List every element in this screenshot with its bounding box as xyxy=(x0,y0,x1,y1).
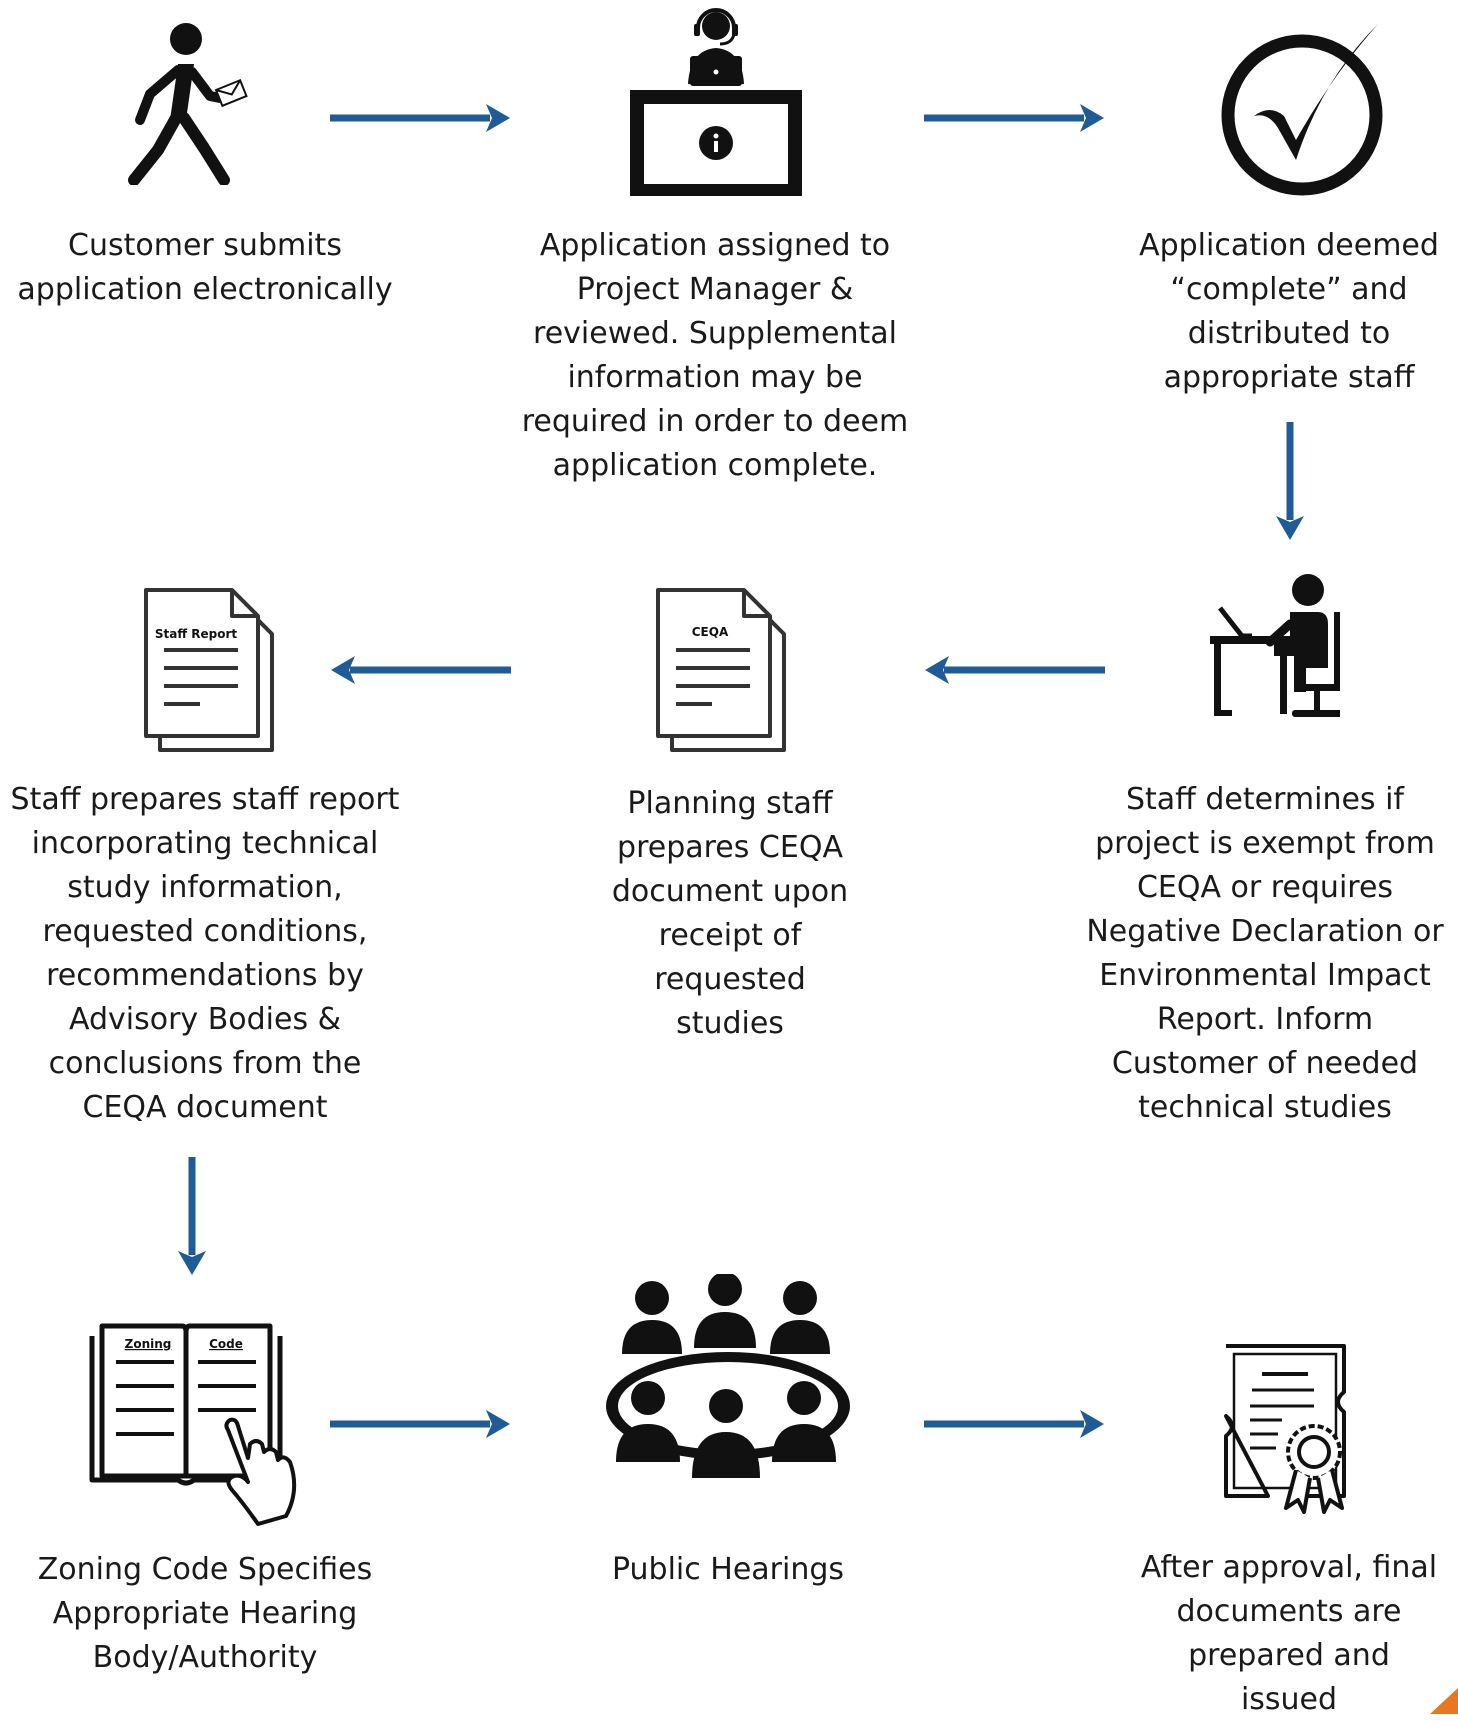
zoning-code-book-icon: Zoning Code xyxy=(89,1323,297,1526)
walking-person-with-envelope-icon xyxy=(128,23,248,185)
corner-accent-triangle xyxy=(1430,1688,1458,1714)
customer-service-desk-icon xyxy=(630,8,802,196)
ceqa-document-label: CEQA xyxy=(692,625,729,639)
step-1-label: Customer submits application electronica… xyxy=(17,228,393,307)
arrow-down-1 xyxy=(1276,422,1304,540)
step-4-label: Staff determines if project is exempt fr… xyxy=(1086,782,1444,1125)
zoning-book-left-label: Zoning xyxy=(125,1337,172,1351)
step-8-label: Public Hearings xyxy=(611,1552,845,1587)
arrow-right-2 xyxy=(924,104,1104,132)
certificate-icon xyxy=(1224,1344,1346,1514)
arrow-right-1 xyxy=(330,104,510,132)
step-6-label: Staff prepares staff report incorporatin… xyxy=(10,782,400,1125)
arrow-right-4 xyxy=(924,1410,1104,1438)
staff-report-document-label: Staff Report xyxy=(155,627,238,641)
step-3-label: Application deemed “complete” and distri… xyxy=(1139,228,1439,395)
staff-report-document-icon: Staff Report xyxy=(144,588,274,752)
meeting-table-group-icon xyxy=(606,1274,850,1478)
arrow-left-1 xyxy=(925,656,1105,684)
arrow-right-3 xyxy=(330,1410,510,1438)
ceqa-document-icon: CEQA xyxy=(656,588,786,752)
person-at-desk-with-laptop-icon xyxy=(1210,574,1340,717)
arrow-down-2 xyxy=(178,1157,206,1275)
step-2-label: Application assigned to Project Manager … xyxy=(521,228,909,483)
zoning-book-right-label: Code xyxy=(209,1337,243,1351)
step-9-label: After approval, final documents are prep… xyxy=(1140,1550,1438,1717)
step-7-label: Zoning Code Specifies Appropriate Hearin… xyxy=(37,1552,373,1675)
arrow-left-2 xyxy=(331,656,511,684)
checkmark-circle-icon xyxy=(1221,24,1383,196)
step-5-label: Planning staff prepares CEQA document up… xyxy=(611,786,849,1041)
